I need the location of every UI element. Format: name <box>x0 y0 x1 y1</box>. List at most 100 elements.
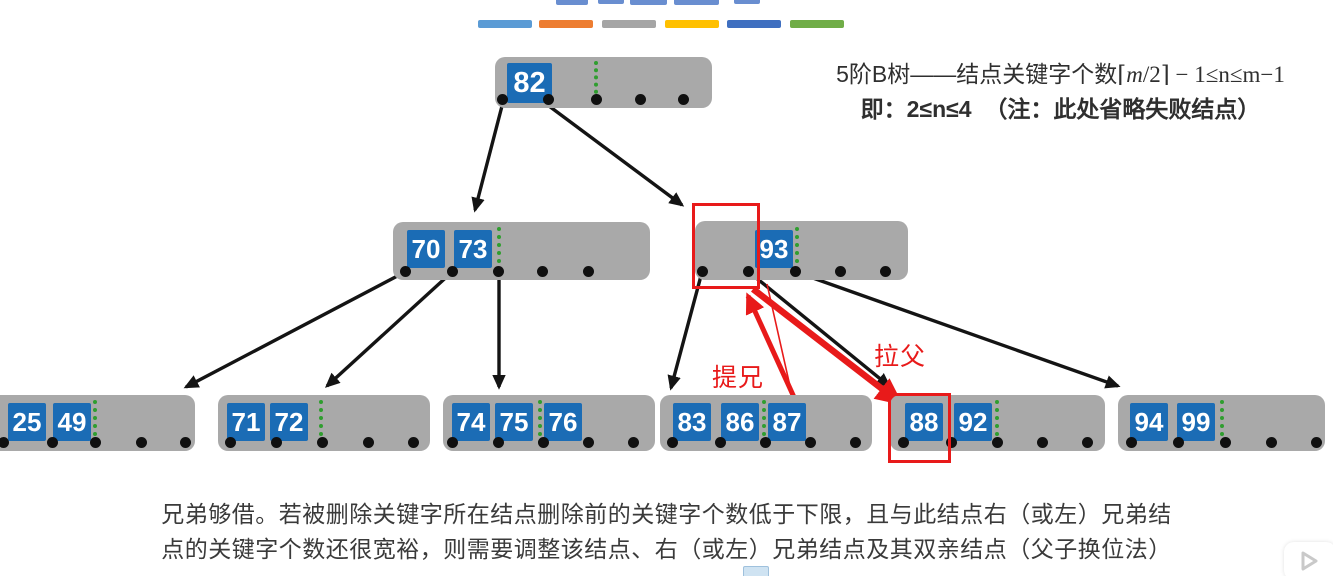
child-pointer-dot <box>0 437 9 448</box>
key-76: 76 <box>544 403 582 441</box>
legend-swatch-yellow <box>665 20 719 28</box>
min-keys-marker <box>995 400 999 444</box>
legend-swatch-darkblue <box>727 20 781 28</box>
child-pointer-dot <box>628 437 639 448</box>
cropped-title-fragment <box>674 0 719 5</box>
key-74: 74 <box>452 403 490 441</box>
key-94: 94 <box>1130 403 1168 441</box>
min-keys-marker <box>93 400 97 444</box>
min-keys-marker <box>497 227 501 271</box>
child-pointer-dot <box>447 266 458 277</box>
key-86: 86 <box>721 403 759 441</box>
legend-swatch-gray <box>602 20 656 28</box>
child-pointer-dot <box>317 437 328 448</box>
btree-node-root: 82 <box>495 57 712 108</box>
child-pointer-dot <box>497 94 508 105</box>
key-87: 87 <box>768 403 806 441</box>
btree-rule-title: 5阶B树——结点关键字个数⌈m/2⌉ − 1≤n≤m−1 即：2≤n≤4 （注：… <box>788 58 1333 125</box>
cropped-title-fragment <box>630 0 667 5</box>
child-pointer-dot <box>47 437 58 448</box>
child-pointer-dot <box>90 437 101 448</box>
child-pointer-dot <box>1220 437 1231 448</box>
highlight-empty-parent-slot <box>692 203 760 289</box>
child-pointer-dot <box>715 437 726 448</box>
key-93: 93 <box>755 230 793 268</box>
key-25: 25 <box>8 403 46 441</box>
child-pointer-dot <box>850 437 861 448</box>
play-icon <box>1301 551 1318 571</box>
rule-line2: 即：2≤n≤4 （注：此处省略失败结点） <box>860 96 1261 122</box>
child-pointer-dot <box>363 437 374 448</box>
highlight-key-88 <box>888 393 951 463</box>
child-pointer-dot <box>493 266 504 277</box>
caption-line2: 点的关键字个数还很宽裕，则需要调整该结点、右（或左）兄弟结点及其双亲结点（父子换… <box>161 536 1172 562</box>
btree-node-70-73: 70 73 <box>393 222 650 280</box>
key-83: 83 <box>673 403 711 441</box>
key-92: 92 <box>954 403 992 441</box>
child-pointer-dot <box>790 266 801 277</box>
caption-line1: 兄弟够借。若被删除关键字所在结点删除前的关键字个数低于下限，且与此结点右（或左）… <box>161 501 1172 527</box>
child-pointer-dot <box>898 437 909 448</box>
child-pointer-dot <box>880 266 891 277</box>
play-button[interactable] <box>1284 533 1333 576</box>
min-keys-marker <box>538 400 542 444</box>
min-keys-marker <box>795 227 799 271</box>
min-keys-marker <box>762 400 766 444</box>
child-pointer-dot <box>1173 437 1184 448</box>
key-72: 72 <box>270 403 308 441</box>
legend-swatch-green <box>790 20 844 28</box>
child-pointer-dot <box>538 437 549 448</box>
child-pointer-dot <box>447 437 458 448</box>
btree-leaf-94-99: 94 99 <box>1118 395 1325 451</box>
caption-text: 兄弟够借。若被删除关键字所在结点删除前的关键字个数低于下限，且与此结点右（或左）… <box>0 497 1333 567</box>
child-pointer-dot <box>180 437 191 448</box>
key-49: 49 <box>53 403 91 441</box>
cropped-title-fragment <box>598 0 624 4</box>
child-pointer-dot <box>635 94 646 105</box>
min-keys-marker <box>1220 400 1224 444</box>
child-pointer-dot <box>667 437 678 448</box>
key-70: 70 <box>407 230 445 268</box>
btree-node-93: 93 <box>695 221 908 280</box>
child-pointer-dot <box>225 437 236 448</box>
child-pointer-dot <box>583 266 594 277</box>
child-pointer-dot <box>1082 437 1093 448</box>
child-pointer-dot <box>271 437 282 448</box>
cropped-title-fragment <box>556 0 588 5</box>
child-pointer-dot <box>946 437 957 448</box>
child-pointer-dot <box>805 437 816 448</box>
child-pointer-dot <box>400 266 411 277</box>
child-pointer-dot <box>136 437 147 448</box>
min-keys-marker <box>594 61 598 101</box>
btree-leaf-83-86-87: 83 86 87 <box>660 395 872 451</box>
child-pointer-dot <box>583 437 594 448</box>
btree-leaf-88-92: 88 92 <box>890 395 1105 451</box>
label-lift-brother: 提兄 <box>712 364 765 392</box>
child-pointer-dot <box>1126 437 1137 448</box>
btree-leaf-71-72: 71 72 <box>218 395 430 451</box>
child-pointer-dot <box>678 94 689 105</box>
child-pointer-dot <box>697 266 708 277</box>
child-pointer-dot <box>835 266 846 277</box>
child-pointer-dot <box>743 266 754 277</box>
key-75: 75 <box>495 403 533 441</box>
child-pointer-dot <box>760 437 771 448</box>
key-99: 99 <box>1177 403 1215 441</box>
rule-line1: 5阶B树——结点关键字个数⌈m/2⌉ − 1≤n≤m−1 <box>836 61 1285 87</box>
min-keys-marker <box>319 400 323 444</box>
child-pointer-dot <box>408 437 419 448</box>
cropped-title-fragment <box>734 0 760 4</box>
btree-leaf-25-49: 25 49 <box>0 395 195 451</box>
btree-leaf-74-75-76: 74 75 76 <box>443 395 655 451</box>
key-73: 73 <box>454 230 492 268</box>
child-pointer-dot <box>1037 437 1048 448</box>
child-pointer-dot <box>537 266 548 277</box>
legend-swatch-orange <box>539 20 593 28</box>
child-pointer-dot <box>591 94 602 105</box>
child-pointer-dot <box>543 94 554 105</box>
child-pointer-dot <box>1266 437 1277 448</box>
thumbnail-icon[interactable] <box>743 566 769 576</box>
child-pointer-dot <box>1311 437 1322 448</box>
key-71: 71 <box>227 403 265 441</box>
